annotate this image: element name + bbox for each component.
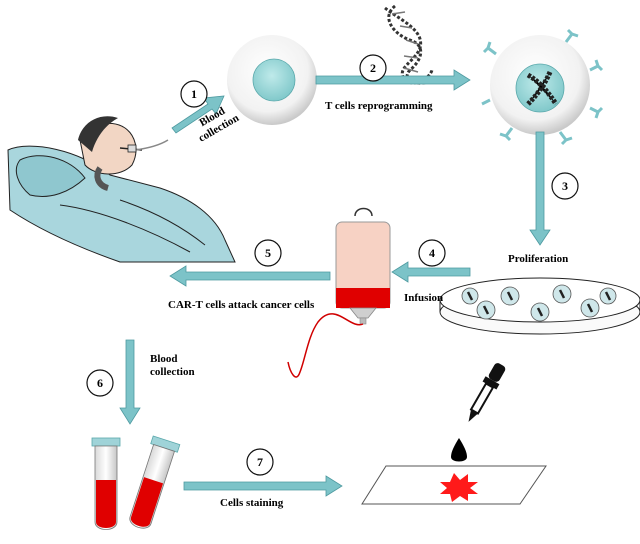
step-marker-2: 2 (359, 54, 387, 82)
dna-helix-icon (384, 4, 434, 85)
dropper-icon (468, 363, 506, 422)
svg-text:6: 6 (97, 376, 103, 390)
label-car-t-attack: CAR-T cells attack cancer cells (168, 299, 315, 311)
blood-test-tubes (91, 435, 181, 530)
svg-text:3: 3 (562, 179, 568, 193)
iv-tube (287, 313, 364, 378)
svg-text:7: 7 (257, 455, 263, 469)
test-tube-left (91, 437, 121, 530)
test-tube-right (129, 435, 181, 529)
arrow-step-5 (169, 265, 331, 287)
proliferating-cells (461, 284, 617, 322)
step-marker-3: 3 (551, 172, 579, 200)
car-t-cell (481, 28, 604, 146)
svg-text:4: 4 (429, 246, 435, 260)
step-markers: 1 2 3 4 5 6 7 (86, 54, 579, 476)
arrow-step-4 (391, 261, 471, 283)
label-infusion: Infusion (404, 292, 444, 304)
step-marker-1: 1 (180, 80, 208, 108)
label-cells-staining: Cells staining (220, 497, 284, 509)
arrows (119, 69, 551, 497)
arrow-step-1 (171, 95, 225, 134)
step-marker-7: 7 (246, 448, 274, 476)
iv-bag (287, 207, 391, 378)
microscope-slide (361, 465, 547, 505)
label-proliferation: Proliferation (508, 253, 569, 265)
arrow-step-3 (529, 131, 551, 246)
patient-illustration (7, 116, 236, 263)
stain-drop-icon (451, 438, 467, 462)
label-t-cells-reprogramming: T cells reprogramming (325, 100, 433, 112)
step-marker-6: 6 (86, 369, 114, 397)
svg-text:1: 1 (191, 87, 197, 101)
step-marker-5: 5 (254, 239, 282, 267)
petri-dish (439, 277, 640, 335)
stained-cells-icon (440, 473, 478, 502)
svg-text:2: 2 (370, 61, 376, 75)
step-marker-4: 4 (418, 239, 446, 267)
label-blood-collection-2: Blood collection (150, 353, 195, 378)
svg-text:5: 5 (265, 246, 271, 260)
arrow-step-6 (119, 339, 141, 425)
arrow-step-2 (315, 69, 471, 91)
arrow-step-7 (183, 475, 343, 497)
t-cell (227, 35, 317, 125)
